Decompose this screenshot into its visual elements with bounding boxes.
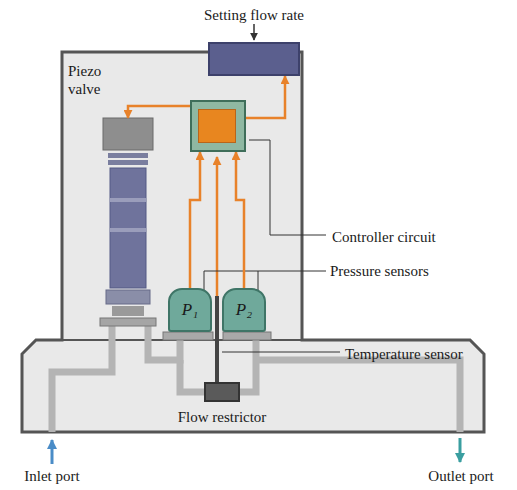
piezo-stack xyxy=(110,168,146,288)
pressure-sensor: P₁ xyxy=(168,288,212,332)
part-label: Temperature sensor xyxy=(345,345,463,363)
part-label: Flow restrictor xyxy=(178,408,267,426)
signal-wire xyxy=(216,157,219,296)
signal-wire xyxy=(128,106,190,118)
sensor-symbol: P₁ xyxy=(182,300,198,320)
part-label: Pressure sensors xyxy=(330,262,429,280)
valve-cap xyxy=(103,118,153,150)
piezo-valve-drawing xyxy=(100,118,156,326)
port-label: Outlet port xyxy=(428,467,493,485)
flow-restrictor: Flow restrictor xyxy=(204,382,240,402)
valve-band xyxy=(108,153,148,158)
part-label: Piezo valve xyxy=(68,62,118,98)
leader-line xyxy=(204,271,326,290)
restrictor-inlet-channel xyxy=(180,360,204,392)
leader-line xyxy=(222,352,340,353)
stack-joint xyxy=(110,228,146,232)
inlet-channel xyxy=(52,326,112,432)
signal-wire xyxy=(236,152,244,288)
outlet-channel xyxy=(256,360,460,432)
piezo-valve: Piezo valve xyxy=(100,118,156,330)
gas-channels xyxy=(52,326,460,432)
controller-box: Controller circuit xyxy=(190,100,246,152)
setpoint-box: Setting flow rate xyxy=(208,42,300,76)
valve-stem xyxy=(112,306,144,316)
sensor-symbol: P₂ xyxy=(236,300,252,320)
valve-joint xyxy=(106,290,150,304)
inlet-arrow xyxy=(51,440,54,464)
housing xyxy=(22,52,484,432)
signal-wire xyxy=(246,76,285,118)
leader-lines xyxy=(204,140,340,352)
leader-line xyxy=(249,140,326,235)
valve-seat xyxy=(100,318,156,326)
signal-wire xyxy=(190,152,200,288)
part-label: Setting flow rate xyxy=(204,6,304,24)
controller-chip xyxy=(198,109,236,143)
sensor-flange xyxy=(223,332,271,340)
port-label: Inlet port xyxy=(24,467,79,485)
valve-band xyxy=(108,160,148,165)
pressure-sensor: P₂ xyxy=(222,288,266,332)
temperature-probe xyxy=(215,296,219,382)
outlet-arrow xyxy=(459,438,462,462)
restrictor-outlet-channel xyxy=(240,340,256,392)
part-label: Controller circuit xyxy=(332,228,436,246)
leader-line xyxy=(258,271,259,290)
input-arrow xyxy=(253,24,255,40)
sensor-flange xyxy=(163,332,213,340)
stack-joint xyxy=(110,198,146,202)
